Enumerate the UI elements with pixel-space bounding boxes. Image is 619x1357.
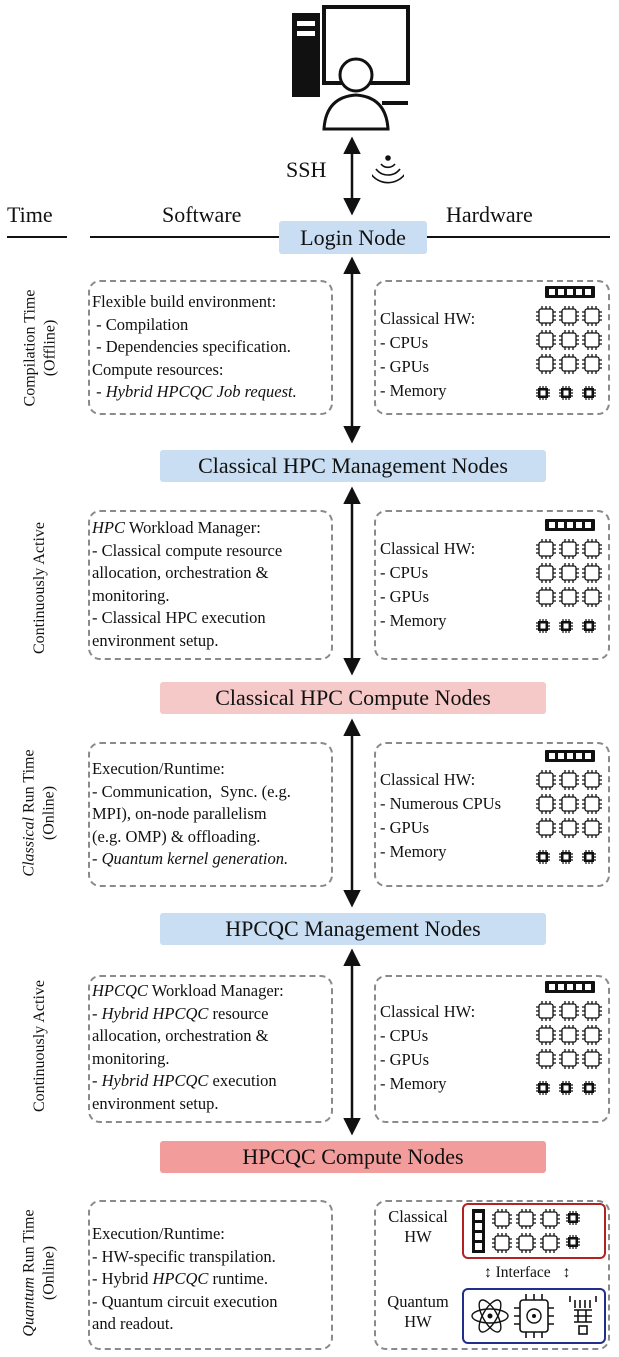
ssh-arrow (343, 136, 361, 216)
hardware-box-classical-mgmt (374, 510, 610, 660)
quantum-chip-icon (514, 1294, 554, 1338)
hardware-text-classical-runtime: Classical HW: - Numerous CPUs - GPUs - M… (380, 770, 502, 861)
classical-hw-chips-icon (472, 1208, 581, 1254)
software-box-quantum-runtime (88, 1200, 333, 1350)
software-header: Software (162, 202, 242, 227)
phase-label-quantum-runtime: Quantum Run Time(Online) (21, 1208, 58, 1337)
hardware-text-hpcqc-mgmt: Classical HW: - CPUs - GPUs - Memory (380, 1002, 476, 1093)
wifi-icon (372, 155, 404, 184)
software-text-hpcqc-mgmt: HPCQC Workload Manager: - Hybrid HPCQC r… (92, 981, 284, 1113)
arrow-phase-3 (343, 718, 361, 908)
computer-user-icon (292, 5, 410, 131)
hpcqc-compute-nodes: HPCQC Compute Nodes (160, 1141, 546, 1173)
phase-label-compilation: Compilation Time(Offline) (21, 289, 59, 406)
classical-management-nodes: Classical HPC Management Nodes (160, 450, 546, 482)
ssh-label: SSH (286, 157, 327, 182)
classical-hw-box (462, 1203, 606, 1259)
hardware-icons-hpcqc-mgmt (536, 981, 606, 1097)
interface-arrow-right-icon: ↕ (562, 1264, 571, 1281)
hardware-text-classical-mgmt: Classical HW: - CPUs - GPUs - Memory (380, 539, 476, 630)
hardware-text-compilation: Classical HW: - CPUs - GPUs - Memory (380, 309, 476, 400)
phase-label-classical-runtime: Classical Run Time(Online) (21, 748, 58, 877)
hardware-header: Hardware (446, 202, 533, 227)
qubit-ladder-icon (569, 1296, 597, 1335)
classical-compute-nodes: Classical HPC Compute Nodes (160, 682, 546, 714)
software-box-classical-mgmt (88, 510, 333, 660)
hardware-box-quantum-runtime (374, 1200, 610, 1350)
interface-label: ↕ Interface ↕ (484, 1264, 571, 1281)
phase-label-continuous-1: Continuously Active (31, 521, 48, 654)
quantum-hw-box (462, 1288, 606, 1344)
hpcqc-management-nodes: HPCQC Management Nodes (160, 913, 546, 945)
hardware-box-compilation (374, 280, 610, 415)
software-box-compilation (88, 280, 333, 415)
time-underline (7, 236, 67, 238)
hardware-icons-classical-runtime (536, 750, 606, 866)
time-header: Time (7, 202, 53, 227)
hardware-icons-compilation (536, 286, 606, 402)
hardware-box-classical-runtime (374, 742, 610, 887)
software-text-classical-runtime: Execution/Runtime: - Communication, Sync… (92, 759, 291, 868)
software-text-compilation: Flexible build environment: - Compilatio… (92, 292, 297, 401)
software-box-hpcqc-mgmt (88, 975, 333, 1123)
arrow-phase-1 (343, 256, 361, 444)
login-node: Login Node (279, 221, 427, 254)
software-text-quantum-runtime: Execution/Runtime: - HW-specific transpi… (92, 1224, 278, 1333)
software-box-classical-runtime (88, 742, 333, 887)
phase-label-continuous-2: Continuously Active (31, 979, 48, 1112)
atom-icon (471, 1299, 509, 1333)
interface-arrow-left-icon: ↕ (484, 1264, 492, 1281)
arrow-phase-2 (343, 486, 361, 676)
hardware-icons-classical-mgmt (536, 519, 606, 635)
software-text-classical-mgmt: HPC Workload Manager: - Classical comput… (92, 518, 283, 650)
arrow-phase-4 (343, 948, 361, 1136)
hardware-box-hpcqc-mgmt (374, 975, 610, 1123)
